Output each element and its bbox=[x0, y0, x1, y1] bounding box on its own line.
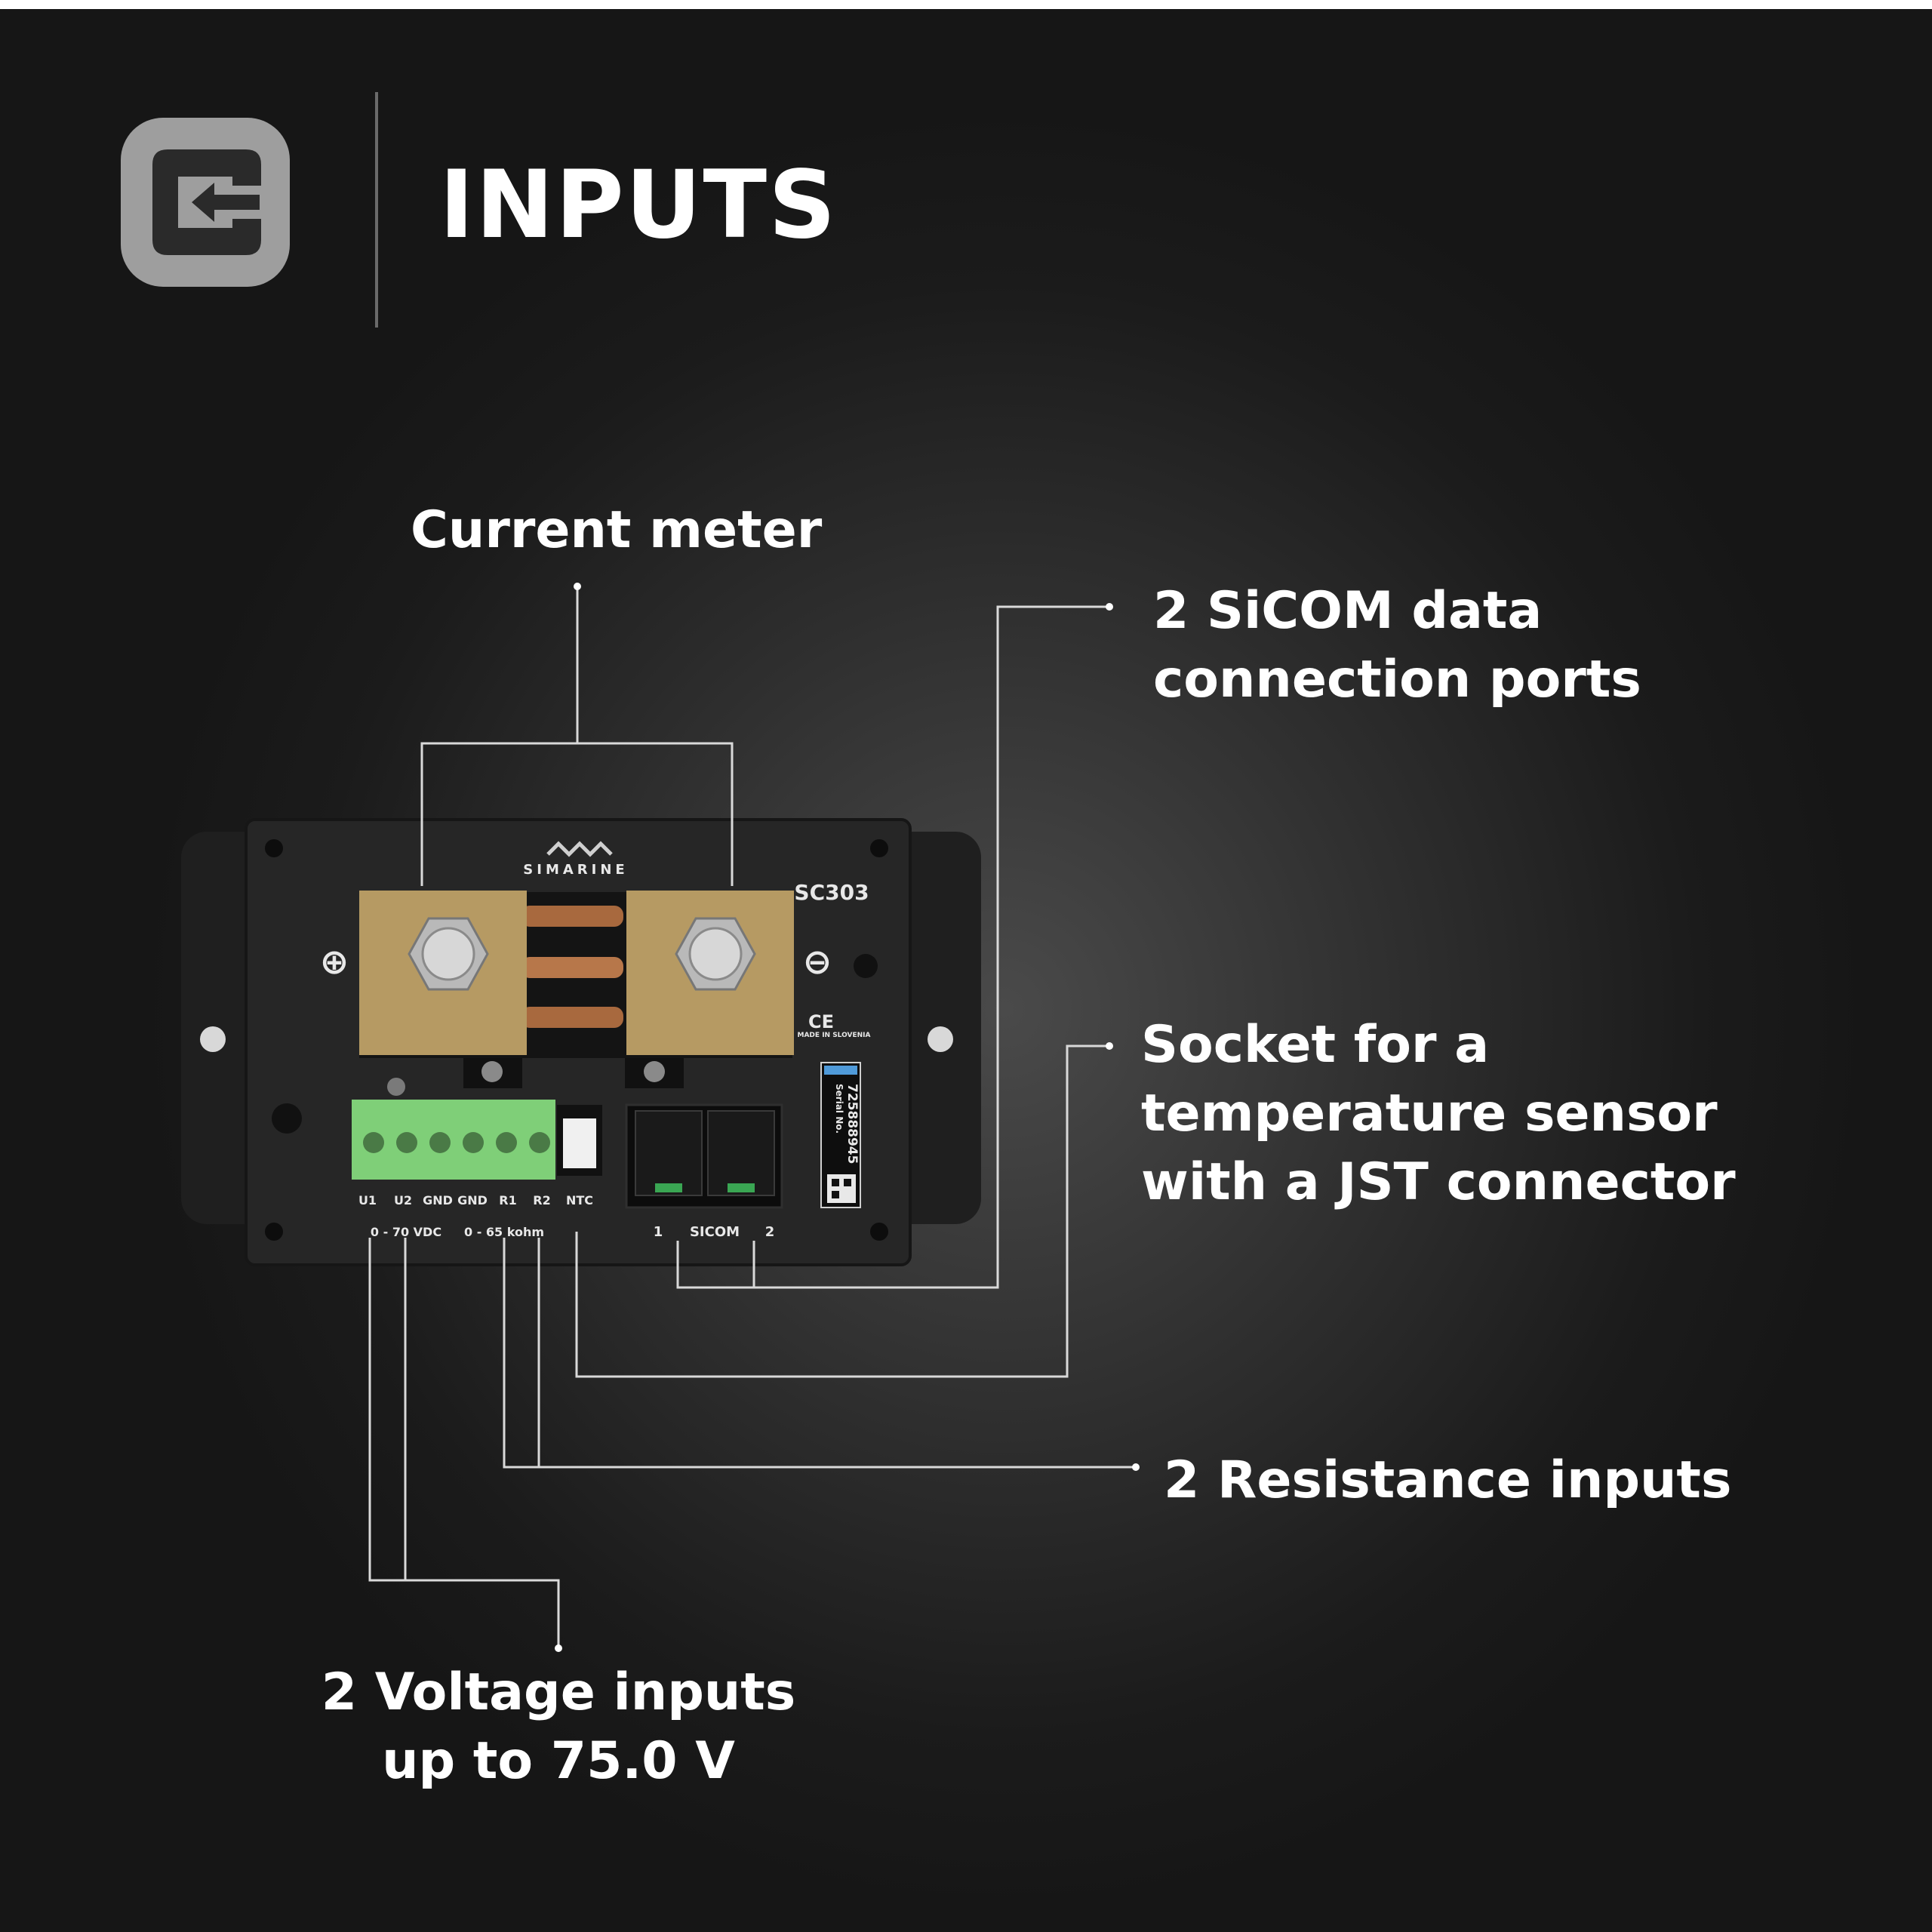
infographic-canvas: INPUTS SIMARINE SC303 ⊕ bbox=[0, 9, 1932, 1932]
svg-text:725888945: 725888945 bbox=[844, 1084, 860, 1164]
svg-text:R2: R2 bbox=[533, 1193, 550, 1208]
svg-text:Serial No.: Serial No. bbox=[834, 1084, 844, 1134]
minus-symbol: ⊖ bbox=[803, 941, 832, 982]
callout-resistance-inputs: 2 Resistance inputs bbox=[1164, 1451, 1732, 1510]
model-name: SC303 bbox=[794, 880, 869, 905]
callout-current-meter: Current meter bbox=[411, 500, 823, 560]
callout-voltage-inputs: 2 Voltage inputs up to 75.0 V bbox=[321, 1663, 796, 1791]
svg-text:SICOM: SICOM bbox=[690, 1224, 740, 1240]
svg-text:2: 2 bbox=[765, 1224, 775, 1240]
mounting-hole bbox=[200, 1026, 226, 1052]
svg-text:NTC: NTC bbox=[566, 1193, 593, 1208]
brand-name: SIMARINE bbox=[523, 862, 628, 878]
input-arrow-icon bbox=[121, 118, 290, 287]
svg-text:U2: U2 bbox=[394, 1193, 412, 1208]
resistance-range: 0 - 65 kohm bbox=[464, 1225, 544, 1239]
header-divider bbox=[375, 92, 378, 328]
mounting-hole bbox=[928, 1026, 953, 1052]
sicom-port-1 bbox=[635, 1110, 703, 1196]
sicom-port-2 bbox=[707, 1110, 775, 1196]
page-title: INPUTS bbox=[439, 151, 838, 260]
svg-text:GND: GND bbox=[457, 1193, 488, 1208]
svg-text:U1: U1 bbox=[358, 1193, 377, 1208]
plus-symbol: ⊕ bbox=[320, 941, 349, 982]
svg-text:GND: GND bbox=[423, 1193, 453, 1208]
svg-text:R1: R1 bbox=[499, 1193, 516, 1208]
made-in-label: MADE IN SLOVENIA bbox=[798, 1032, 871, 1039]
callout-sicom-ports: 2 SiCOM data connection ports bbox=[1153, 581, 1641, 709]
sc303-device: SIMARINE SC303 ⊕ ⊖ CE MADE IN SLOVENIA S… bbox=[181, 818, 981, 1266]
voltage-range: 0 - 70 VDC bbox=[371, 1225, 441, 1239]
ce-mark: CE bbox=[808, 1011, 834, 1032]
terminal-block bbox=[352, 1100, 555, 1180]
svg-text:1: 1 bbox=[654, 1224, 663, 1240]
callout-temperature-socket: Socket for a temperature sensor with a J… bbox=[1141, 1015, 1736, 1212]
